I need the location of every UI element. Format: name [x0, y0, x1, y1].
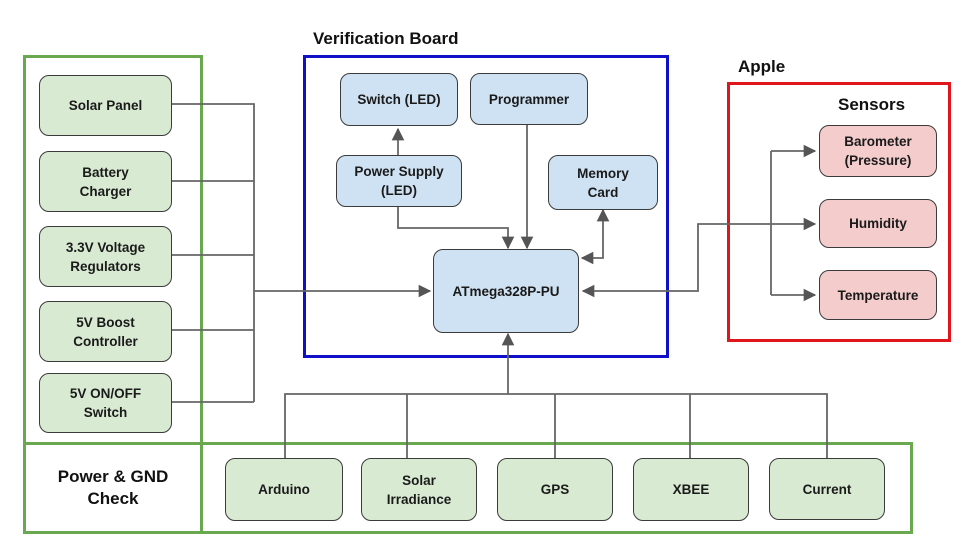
power-supply-to-mcu-arrow — [397, 206, 515, 250]
mcu-sensors-arrow — [581, 217, 817, 298]
sensors-title: Sensors — [838, 95, 906, 114]
bottom-bus-wire — [284, 393, 828, 458]
apple-title: Apple — [738, 57, 786, 76]
humidity-box: Humidity — [819, 199, 937, 248]
on-off-switch-box: 5V ON/OFF Switch — [39, 373, 172, 433]
switch-led-box: Switch (LED) — [340, 73, 458, 126]
battery-charger-box: Battery Charger — [39, 151, 172, 212]
apple-frame — [727, 82, 951, 342]
memory-card-mcu-arrow — [580, 208, 610, 265]
current-box: Current — [769, 458, 885, 520]
temperature-box: Temperature — [819, 270, 937, 320]
barometer-box: Barometer (Pressure) — [819, 125, 937, 177]
xbee-box: XBEE — [633, 458, 749, 521]
boost-controller-box: 5V Boost Controller — [39, 301, 172, 362]
mcu-box: ATmega328P-PU — [433, 249, 579, 333]
arduino-box: Arduino — [225, 458, 343, 521]
gps-box: GPS — [497, 458, 613, 521]
solar-panel-box: Solar Panel — [39, 75, 172, 136]
voltage-regulators-box: 3.3V Voltage Regulators — [39, 226, 172, 287]
power-supply-box: Power Supply (LED) — [336, 155, 462, 207]
power-gnd-check-label: Power & GND Check — [57, 467, 169, 508]
verification-board-title: Verification Board — [313, 29, 459, 48]
memory-card-box: Memory Card — [548, 155, 658, 210]
solar-panel-wire — [172, 103, 255, 402]
bottom-row-frame — [23, 442, 913, 534]
solar-irradiance-box: Solar Irradiance — [361, 458, 477, 521]
programmer-box: Programmer — [470, 73, 588, 125]
verification-board-frame — [303, 55, 669, 358]
power-check-divider — [200, 442, 203, 534]
